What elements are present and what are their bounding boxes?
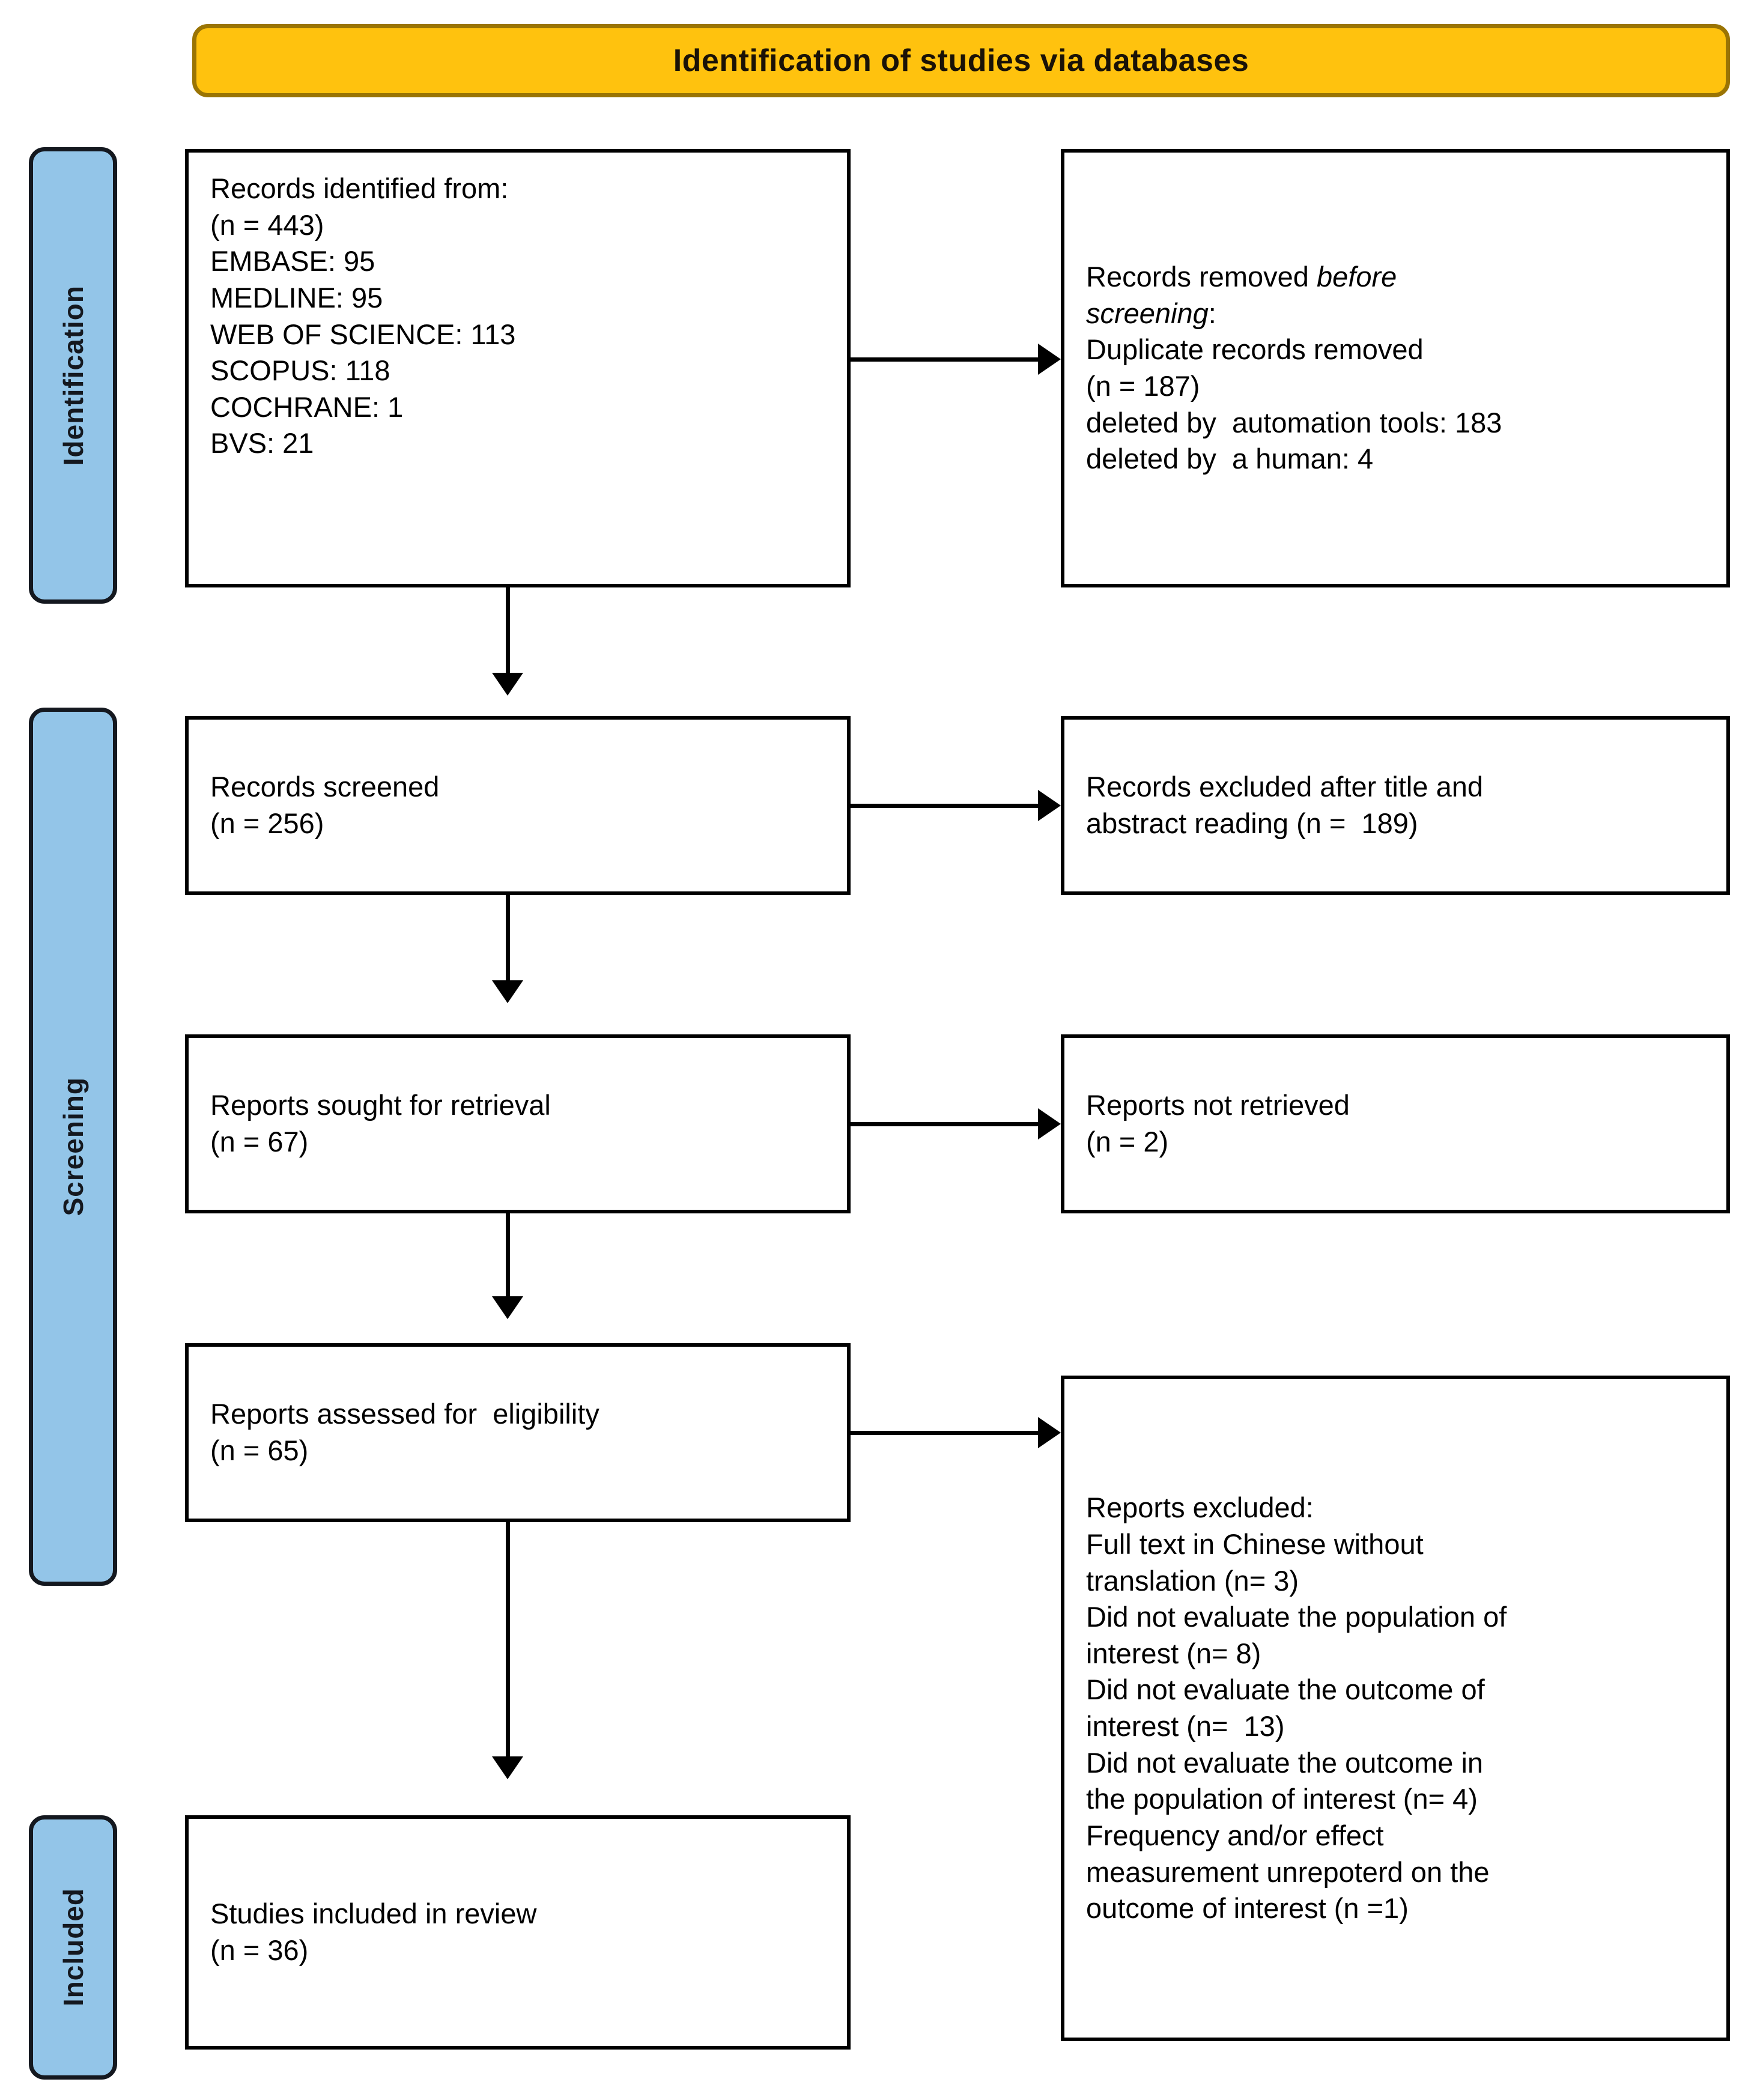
arrowhead-identified-to-screened (492, 673, 523, 696)
records-screened-line-2: (n = 256) (210, 807, 324, 839)
diagram-header-banner: Identification of studies via databases (192, 24, 1730, 97)
records-removed-line-3: Duplicate records removed (1086, 333, 1424, 366)
arrowhead-identified-to-removed (1038, 344, 1061, 375)
arrowhead-assessed-to-reports-excluded (1038, 1417, 1061, 1448)
records-screened-line-1: Records screened (210, 771, 440, 803)
records-excluded-ta-line-1: Records excluded after title and (1086, 771, 1483, 803)
reports-excluded-line-5: interest (n= 8) (1086, 1637, 1261, 1669)
records-identified-line-8: BVS: 21 (210, 427, 314, 460)
reports-assessed-line-2: (n = 65) (210, 1434, 309, 1466)
records-removed-line-2-suffix: : (1208, 297, 1216, 329)
connector-identified-to-removed (851, 357, 1038, 362)
connector-identified-to-screened (506, 587, 510, 673)
reports-excluded-line-6: Did not evaluate the outcome of (1086, 1674, 1485, 1706)
reports-assessed-box: Reports assessed for eligibility (n = 65… (185, 1343, 851, 1522)
page-title: Identification of studies via databases (673, 43, 1249, 78)
connector-sought-to-not-retrieved (851, 1122, 1038, 1126)
records-removed-line-1: Records removed before (1086, 259, 1705, 296)
reports-excluded-line-12: outcome of interest (n =1) (1086, 1892, 1409, 1925)
connector-screened-to-excluded (851, 804, 1038, 808)
stage-label-screening: Screening (29, 708, 117, 1586)
arrowhead-screened-to-sought (492, 980, 523, 1003)
records-excluded-ta-line-2: abstract reading (n = 189) (1086, 807, 1418, 839)
reports-excluded-box: Reports excluded: Full text in Chinese w… (1061, 1376, 1730, 2041)
reports-assessed-line-1: Reports assessed for eligibility (210, 1398, 599, 1430)
records-identified-line-6: SCOPUS: 118 (210, 354, 390, 387)
stage-label-included: Included (29, 1815, 117, 2080)
stage-label-identification-text: Identification (57, 285, 89, 466)
connector-assessed-to-reports-excluded (851, 1431, 1038, 1435)
arrowhead-screened-to-excluded (1038, 790, 1061, 821)
reports-sought-line-2: (n = 67) (210, 1126, 309, 1158)
records-removed-box: Records removed before screening: Duplic… (1061, 149, 1730, 587)
records-identified-line-5: WEB OF SCIENCE: 113 (210, 318, 516, 350)
records-identified-line-4: MEDLINE: 95 (210, 281, 383, 314)
connector-sought-to-assessed (506, 1213, 510, 1296)
reports-excluded-line-9: the population of interest (n= 4) (1086, 1783, 1478, 1815)
reports-sought-line-1: Reports sought for retrieval (210, 1089, 551, 1121)
reports-excluded-line-4: Did not evaluate the population of (1086, 1601, 1507, 1633)
records-removed-line-2-italic: screening (1086, 297, 1209, 329)
reports-excluded-line-2: Full text in Chinese without (1086, 1528, 1424, 1560)
records-removed-line-1-prefix: Records removed (1086, 261, 1317, 293)
studies-included-box: Studies included in review (n = 36) (185, 1815, 851, 2050)
reports-not-retrieved-line-1: Reports not retrieved (1086, 1089, 1350, 1121)
arrowhead-sought-to-not-retrieved (1038, 1108, 1061, 1140)
records-identified-line-3: EMBASE: 95 (210, 245, 375, 278)
records-identified-line-2: (n = 443) (210, 208, 324, 241)
connector-assessed-to-included (506, 1522, 510, 1756)
records-removed-line-6: deleted by a human: 4 (1086, 443, 1374, 475)
reports-excluded-line-7: interest (n= 13) (1086, 1710, 1285, 1742)
records-removed-line-1-italic: before (1317, 261, 1397, 293)
arrowhead-sought-to-assessed (492, 1296, 523, 1319)
reports-excluded-line-10: Frequency and/or effect (1086, 1819, 1384, 1851)
records-identified-line-7: COCHRANE: 1 (210, 390, 404, 423)
reports-not-retrieved-box: Reports not retrieved (n = 2) (1061, 1034, 1730, 1213)
reports-excluded-line-3: translation (n= 3) (1086, 1564, 1299, 1597)
arrowhead-assessed-to-included (492, 1756, 523, 1779)
reports-not-retrieved-line-2: (n = 2) (1086, 1126, 1169, 1158)
reports-excluded-line-8: Did not evaluate the outcome in (1086, 1746, 1484, 1779)
records-removed-line-2: screening: (1086, 296, 1705, 332)
records-identified-line-1: Records identified from: (210, 172, 509, 204)
reports-excluded-line-11: measurement unrepoterd on the (1086, 1856, 1490, 1888)
records-excluded-title-abstract-box: Records excluded after title and abstrac… (1061, 716, 1730, 895)
records-identified-box: Records identified from: (n = 443) EMBAS… (185, 149, 851, 587)
stage-label-screening-text: Screening (57, 1077, 89, 1216)
reports-sought-box: Reports sought for retrieval (n = 67) (185, 1034, 851, 1213)
studies-included-line-2: (n = 36) (210, 1934, 309, 1966)
stage-label-included-text: Included (57, 1888, 89, 2007)
reports-excluded-line-1: Reports excluded: (1086, 1492, 1314, 1524)
records-removed-line-4: (n = 187) (1086, 370, 1200, 402)
records-removed-line-5: deleted by automation tools: 183 (1086, 406, 1502, 439)
connector-screened-to-sought (506, 895, 510, 980)
stage-label-identification: Identification (29, 147, 117, 604)
studies-included-line-1: Studies included in review (210, 1898, 537, 1930)
records-screened-box: Records screened (n = 256) (185, 716, 851, 895)
